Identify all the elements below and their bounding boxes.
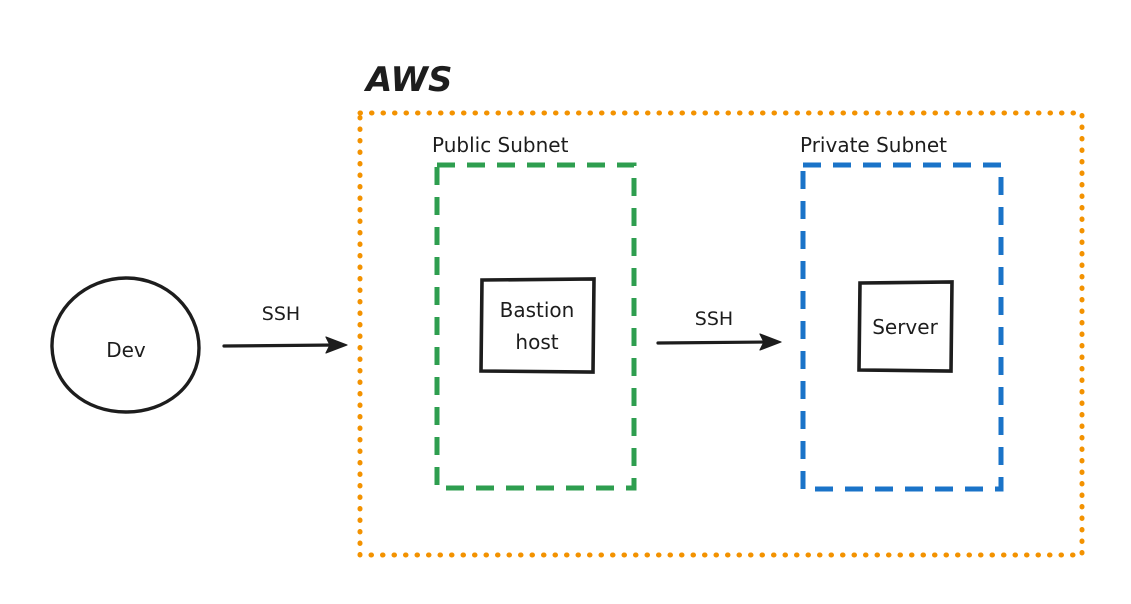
dev-label: Dev (106, 338, 146, 362)
server-shape (857, 280, 954, 373)
private-subnet-label: Private Subnet (800, 133, 947, 157)
public-subnet-label: Public Subnet (432, 133, 569, 157)
ssh-arrow-2-line (656, 340, 774, 345)
server-label: Server (872, 315, 938, 339)
ssh-label-2: SSH (695, 308, 733, 330)
ssh-arrow-2-head (759, 333, 782, 351)
ssh-label-1: SSH (262, 303, 300, 325)
ssh-arrow-1 (222, 336, 348, 354)
public-subnet-rect (434, 162, 637, 491)
bastion-host-shape (479, 277, 596, 374)
aws-boundary-rect (357, 110, 1085, 558)
bastion-label-line2: host (515, 330, 558, 354)
aws-title: AWS (363, 60, 452, 100)
ssh-arrow-1-line (222, 343, 340, 348)
bastion-label-line1: Bastion (500, 298, 575, 322)
private-subnet-rect (800, 162, 1004, 492)
dev-circle-shape (50, 276, 201, 414)
ssh-arrow-1-head (325, 336, 348, 354)
ssh-arrow-2 (656, 333, 782, 351)
